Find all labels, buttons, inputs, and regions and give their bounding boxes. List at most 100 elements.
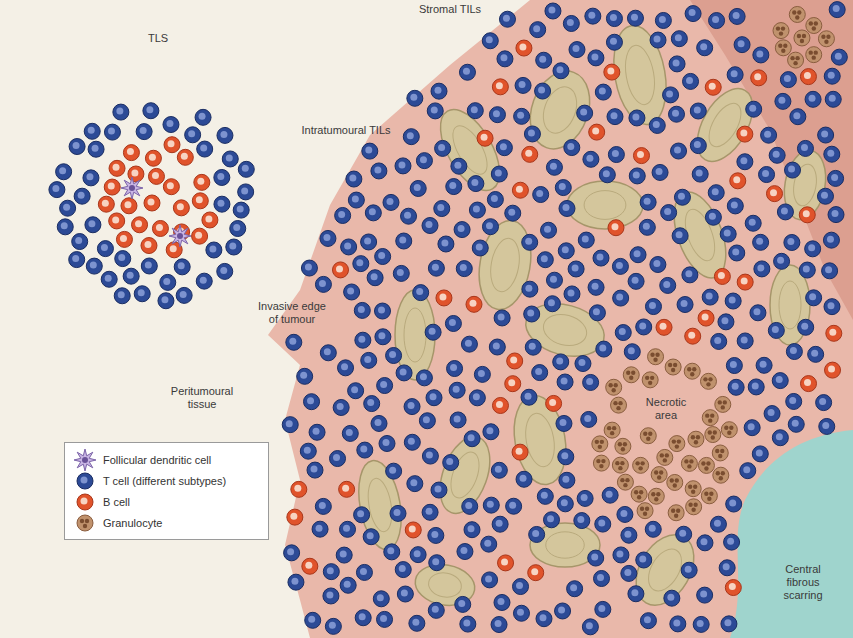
t-cell-nucleus [241, 187, 248, 194]
t-cell-nucleus [561, 452, 568, 459]
t-cell [621, 565, 637, 581]
granulocyte-lobe [718, 400, 722, 404]
t-cell-nucleus [410, 94, 417, 101]
t-cell-nucleus [430, 393, 437, 400]
t-cell [404, 434, 420, 450]
t-cell [69, 252, 85, 268]
t-cell-nucleus [749, 105, 756, 112]
granulocyte [705, 427, 721, 443]
nest-cells [487, 236, 523, 294]
t-cell-nucleus [412, 619, 419, 626]
t-cell-nucleus [529, 343, 536, 350]
t-cell-nucleus [486, 222, 493, 229]
t-cell [564, 140, 580, 156]
t-cell [750, 305, 766, 321]
b-cell [528, 565, 544, 581]
t-cell-nucleus [525, 393, 532, 400]
granulocyte-lobe [709, 492, 713, 496]
granulocyte [667, 474, 683, 490]
granulocyte-lobe [708, 418, 712, 422]
granulocyte-lobe [781, 26, 785, 30]
t-cell-nucleus [338, 211, 345, 218]
t-cell [342, 425, 358, 441]
t-cell [544, 512, 560, 528]
b-cell-nucleus [702, 314, 709, 321]
granulocyte [698, 457, 714, 473]
t-cell-nucleus [532, 530, 539, 537]
b-cell-nucleus [688, 332, 695, 339]
granulocyte-lobe [653, 358, 657, 362]
granulocyte-lobe [687, 464, 691, 468]
granulocyte-lobe [706, 461, 710, 465]
t-cell [569, 42, 585, 58]
t-cell-nucleus [389, 351, 396, 358]
t-cell [461, 336, 477, 352]
b-cell [132, 217, 148, 233]
t-cell-nucleus [572, 264, 579, 271]
t-cell-nucleus [346, 429, 353, 436]
t-cell-nucleus [307, 397, 314, 404]
t-cell [230, 221, 246, 237]
t-cell [567, 581, 583, 597]
t-cell [446, 179, 462, 195]
t-cell [557, 496, 573, 512]
t-cell [772, 373, 788, 389]
tumour-nest [520, 295, 610, 364]
granulocyte [623, 367, 639, 383]
legend-row: B cell [73, 491, 260, 512]
t-cell [524, 126, 540, 142]
t-cell-nucleus [644, 616, 651, 623]
b-cell [498, 555, 514, 571]
t-cell-nucleus [495, 620, 502, 627]
tumour-nest [520, 63, 600, 157]
granulocyte-lobe [655, 353, 659, 357]
t-cell-nucleus [347, 287, 354, 294]
t-cell-nucleus [644, 198, 651, 205]
b-cell-nucleus [439, 293, 446, 300]
t-cell [575, 356, 591, 372]
region-label: Peritumoural tissue [162, 385, 242, 411]
nest-cells [364, 477, 395, 534]
t-cell [83, 170, 99, 186]
b-cell-nucleus [195, 232, 202, 239]
legend-text: Granulocyte [103, 517, 162, 529]
t-cell [335, 207, 351, 223]
granulocyte [701, 488, 717, 504]
t-cell-nucleus [556, 66, 563, 73]
t-cell-nucleus [620, 510, 627, 517]
t-cell-nucleus [678, 193, 685, 200]
granulocyte-lobe [812, 26, 816, 30]
t-cell [409, 615, 425, 631]
b-cell [522, 146, 538, 162]
t-cell-nucleus [416, 288, 423, 295]
t-cell-nucleus [550, 163, 557, 170]
t-cell [513, 605, 529, 621]
t-cell-nucleus [832, 210, 839, 217]
granulocyte-lobe [608, 383, 612, 387]
b-cell [192, 228, 208, 244]
granulocyte [651, 467, 667, 483]
t-cell [817, 188, 833, 204]
region-label: Invasive edge of tumour [252, 300, 332, 326]
t-cell [410, 180, 426, 196]
t-cell [825, 91, 841, 107]
granulocyte-lobe [723, 400, 727, 404]
t-cell-nucleus [78, 192, 85, 199]
t-cell [708, 185, 724, 201]
t-cell-nucleus [491, 195, 498, 202]
t-cell-nucleus [333, 454, 340, 461]
t-cell [361, 352, 377, 368]
t-cell-nucleus [673, 59, 680, 66]
t-cell-nucleus [732, 248, 739, 255]
t-cell-nucleus [423, 416, 430, 423]
t-cell [348, 383, 364, 399]
t-cell-nucleus [519, 81, 526, 88]
b-cell-nucleus [733, 176, 740, 183]
t-cell [677, 297, 693, 313]
fdc-nucleus [82, 457, 88, 463]
t-cell [482, 572, 498, 588]
granulocyte-lobe [626, 371, 630, 375]
t-cell-nucleus [463, 620, 470, 627]
t-cell [217, 263, 233, 279]
t-cell-nucleus [508, 209, 515, 216]
